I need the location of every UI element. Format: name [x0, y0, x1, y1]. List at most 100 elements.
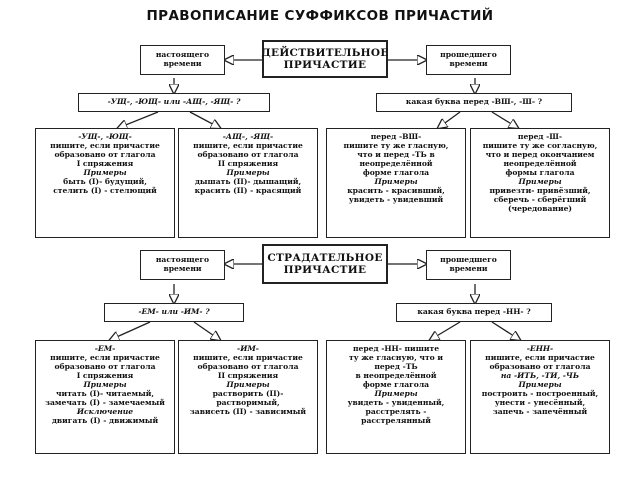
active-box2-example: красить (II) - красящий [194, 185, 302, 195]
passive-im-box: -ИМ- пишите, если причастие образовано о… [178, 340, 318, 454]
passive-box2-line: пишите, если причастие [193, 352, 303, 362]
passive-box3-line: форме глагола [362, 379, 430, 389]
active-box3-head: перед -ВШ- [370, 132, 422, 141]
passive-box1-head: -ЕМ- [94, 344, 116, 353]
active-box1-line: пишите, если причастие [50, 140, 160, 150]
passive-box2-example: растворимый, [216, 397, 280, 407]
passive-box1-example: читать (I)- читаемый, [56, 388, 154, 398]
active-box4-line: формы глагола [505, 167, 575, 177]
active-box3-line: пишите ту же гласную, [343, 140, 449, 150]
active-past-line1: прошедшего [440, 50, 497, 60]
passive-center-line1: СТРАДАТЕЛЬНОЕ [267, 251, 383, 264]
active-box2-line: образовано от глагола [197, 149, 299, 159]
passive-box4-line: на -ИТЬ, -ТИ, -ЧЬ [500, 370, 580, 380]
passive-box4-example: унести - унесённый, [494, 397, 586, 407]
passive-center-line2: ПРИЧАСТИЕ [283, 264, 367, 276]
active-box2-line: II спряжения [217, 158, 279, 168]
active-box4-note: (чередование) [507, 203, 573, 213]
passive-box2-line: образовано от глагола [197, 361, 299, 371]
active-question-left: -УЩ-, -ЮЩ- или -АЩ-, -ЯЩ- ? [78, 93, 270, 112]
active-box4-line: неопределённой [503, 158, 577, 168]
active-box2-line: пишите, если причастие [193, 140, 303, 150]
active-box3-example: увидеть - увидевший [348, 194, 444, 204]
passive-box4-line: пишите, если причастие [485, 352, 595, 362]
passive-box3-line: ту же гласную, что и [348, 352, 443, 362]
passive-box3-line: в неопределённой [355, 370, 437, 380]
active-question-right-text: какая буква перед -ВШ-, -Ш- ? [405, 97, 543, 107]
active-present-line2: времени [163, 59, 202, 68]
active-box1-line: I спряжения [76, 158, 134, 168]
passive-past-box: прошедшего времени [426, 250, 511, 280]
active-present-line1: настоящего [155, 50, 210, 60]
passive-box3-head: перед -НН- пишите [352, 344, 440, 353]
active-past-box: прошедшего времени [426, 45, 511, 75]
passive-question-left: -ЕМ- или -ИМ- ? [104, 303, 244, 322]
passive-question-right-text: какая буква перед -НН- ? [417, 307, 531, 317]
active-box3-example: красить - красивший, [347, 185, 445, 195]
active-box4-line: что и перед окончанием [485, 149, 595, 159]
active-vsh-box: перед -ВШ- пишите ту же гласную, что и п… [326, 128, 466, 238]
passive-box1-line: пишите, если причастие [50, 352, 160, 362]
active-box1-head: -УЩ-, -ЮЩ- [78, 132, 132, 141]
passive-box4-line: образовано от глагола [489, 361, 591, 371]
passive-box3-examples-label: Примеры [374, 388, 418, 398]
passive-box4-example: построить - построенный, [481, 388, 599, 398]
passive-box2-line: II спряжения [217, 370, 279, 380]
active-box1-example: стелить (I) - стелющий [53, 185, 157, 195]
active-sh-box: перед -Ш- пишите ту же согласную, что и … [470, 128, 610, 238]
active-box1-line: образовано от глагола [54, 149, 156, 159]
active-box2-example: дышать (II)- дышащий, [194, 176, 302, 186]
passive-box2-example: растворить (II)- [212, 388, 284, 398]
passive-box1-example: замечать (I) - замечаемый [45, 397, 165, 407]
passive-participle-box: СТРАДАТЕЛЬНОЕ ПРИЧАСТИЕ [262, 244, 388, 284]
active-box4-example: привезти- привёзший, [489, 185, 591, 195]
active-center-line1: ДЕЙСТВИТЕЛЬНОЕ [261, 46, 389, 59]
active-ushch-yushch-box: -УЩ-, -ЮЩ- пишите, если причастие образо… [35, 128, 175, 238]
active-box2-head: -АЩ-, -ЯЩ- [222, 132, 274, 141]
passive-box4-examples-label: Примеры [518, 379, 562, 389]
passive-box3-line: перед -ТЬ [374, 361, 418, 371]
passive-box1-exception-label: Исключение [76, 406, 134, 416]
active-participle-box: ДЕЙСТВИТЕЛЬНОЕ ПРИЧАСТИЕ [261, 40, 389, 78]
active-box3-line: что и перед -ТЬ в [357, 149, 435, 159]
passive-box4-example: запечь - запечённый [492, 406, 588, 416]
passive-box3-example: расстрелять - [365, 406, 427, 416]
passive-box3-example: увидеть - увиденный, [347, 397, 445, 407]
active-box1-example: быть (I)- будущий, [63, 176, 147, 186]
active-question-left-text: -УЩ-, -ЮЩ- или -АЩ-, -ЯЩ- ? [107, 97, 241, 107]
passive-em-box: -ЕМ- пишите, если причастие образовано о… [35, 340, 175, 454]
passive-question-right: какая буква перед -НН- ? [396, 303, 552, 322]
passive-present-box: настоящего времени [140, 250, 225, 280]
active-box1-examples-label: Примеры [83, 167, 127, 177]
passive-enn-box: -ЕНН- пишите, если причастие образовано … [470, 340, 610, 454]
passive-box4-head: -ЕНН- [526, 344, 554, 353]
passive-box2-example: зависеть (II) - зависимый [189, 406, 307, 416]
active-past-line2: времени [449, 59, 488, 68]
active-box3-line: неопределённой [359, 158, 433, 168]
active-center-line2: ПРИЧАСТИЕ [283, 59, 367, 71]
active-box4-line: пишите ту же согласную, [482, 140, 598, 150]
active-present-box: настоящего времени [140, 45, 225, 75]
diagram-title: ПРАВОПИСАНИЕ СУФФИКСОВ ПРИЧАСТИЙ [146, 8, 494, 24]
active-box3-line: форме глагола [362, 167, 430, 177]
active-ashch-yashch-box: -АЩ-, -ЯЩ- пишите, если причастие образо… [178, 128, 318, 238]
passive-box2-head: -ИМ- [237, 344, 259, 353]
active-box4-example: сберечь - сберёгший [493, 194, 587, 204]
passive-box1-line: образовано от глагола [54, 361, 156, 371]
passive-past-line2: времени [449, 264, 488, 273]
passive-box1-exception: двигать (I) - движимый [51, 415, 159, 425]
active-question-right: какая буква перед -ВШ-, -Ш- ? [376, 93, 572, 112]
active-box4-examples-label: Примеры [518, 176, 562, 186]
active-box2-examples-label: Примеры [226, 167, 270, 177]
passive-box2-examples-label: Примеры [226, 379, 270, 389]
passive-box1-line: I спряжения [76, 370, 134, 380]
active-box3-examples-label: Примеры [374, 176, 418, 186]
active-box4-head: перед -Ш- [517, 132, 563, 141]
passive-nn-box: перед -НН- пишите ту же гласную, что и п… [326, 340, 466, 454]
passive-question-left-text: -ЕМ- или -ИМ- ? [138, 307, 210, 317]
passive-box1-examples-label: Примеры [83, 379, 127, 389]
passive-present-line2: времени [163, 264, 202, 273]
passive-box3-example: расстрелянный [361, 415, 431, 425]
